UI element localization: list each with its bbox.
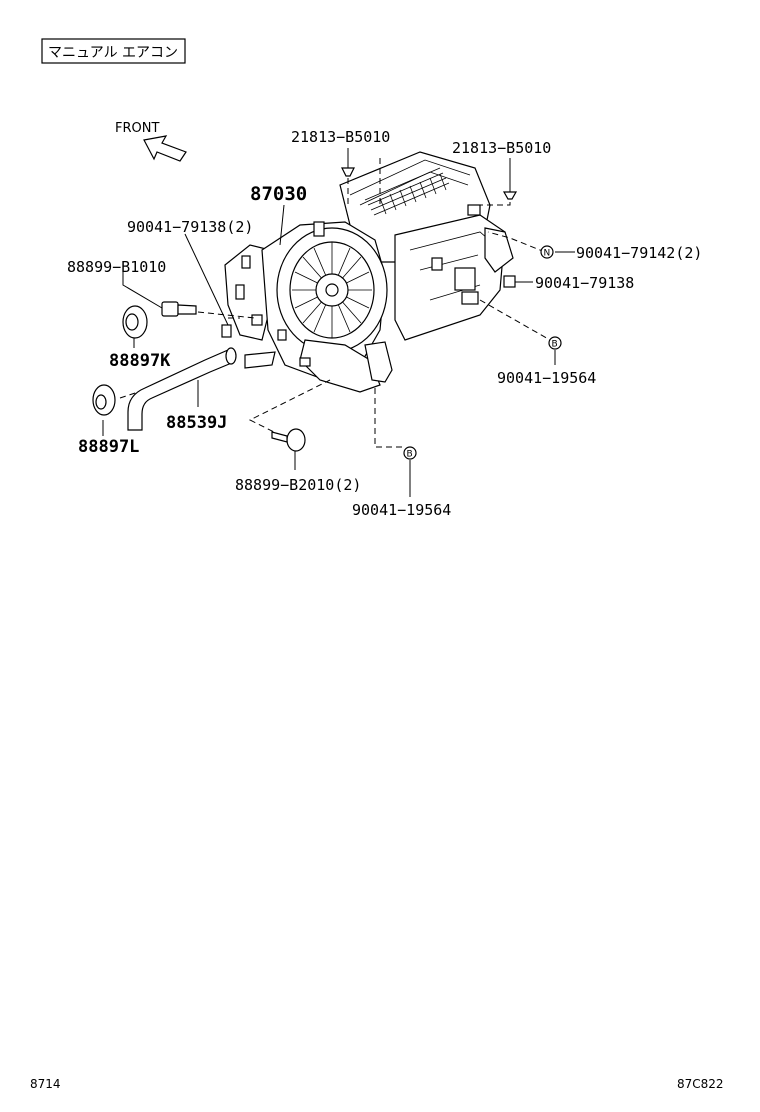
grommet-icon	[92, 384, 116, 416]
part-label-88899-b1010: 88899−B1010	[67, 258, 166, 276]
part-label-21813-b5010-right: 21813−B5010	[452, 139, 551, 157]
screw-icon	[271, 428, 306, 452]
header-box: マニュアル エアコン	[41, 38, 186, 64]
loose-parts	[92, 167, 518, 452]
part-label-90041-19564-lower: 90041−19564	[352, 501, 451, 519]
marker-b-lower-label: B	[407, 450, 413, 460]
part-label-90041-19564-upper: 90041−19564	[497, 369, 596, 387]
part-label-90041-79138-2: 90041−79138(2)	[127, 218, 253, 236]
marker-b-lower: B	[403, 446, 417, 460]
marker-n-label: N	[544, 249, 551, 259]
clip-icon	[341, 167, 355, 177]
marker-b-upper: B	[548, 336, 562, 350]
part-label-88897k: 88897K	[109, 351, 171, 371]
part-label-21813-b5010-left: 21813−B5010	[291, 128, 390, 146]
part-label-90041-79138: 90041−79138	[535, 274, 634, 292]
part-label-88899-b2010-2: 88899−B2010(2)	[235, 476, 361, 494]
part-label-88539j: 88539J	[166, 413, 227, 433]
grommet-icon	[122, 305, 148, 339]
footer-right-code: 87C822	[677, 1077, 724, 1091]
nut-icon	[503, 275, 516, 288]
footer-left-code: 8714	[30, 1077, 61, 1091]
marker-b-upper-label: B	[552, 340, 558, 350]
clip-icon	[502, 191, 518, 200]
blower-unit-assembly	[224, 151, 514, 393]
part-label-88897l: 88897L	[78, 437, 139, 457]
front-arrow-icon	[143, 135, 187, 162]
header-label: マニュアル エアコン	[48, 45, 178, 61]
front-indicator: FRONT	[115, 121, 187, 162]
part-labels: 21813−B5010 21813−B5010 87030 90041−7913…	[67, 128, 702, 519]
clip-icon	[221, 324, 232, 338]
screw-icon	[161, 301, 197, 317]
part-label-90041-79142-2: 90041−79142(2)	[576, 244, 702, 262]
front-label: FRONT	[115, 121, 159, 136]
part-label-87030: 87030	[250, 183, 307, 205]
marker-n: N	[540, 245, 554, 259]
